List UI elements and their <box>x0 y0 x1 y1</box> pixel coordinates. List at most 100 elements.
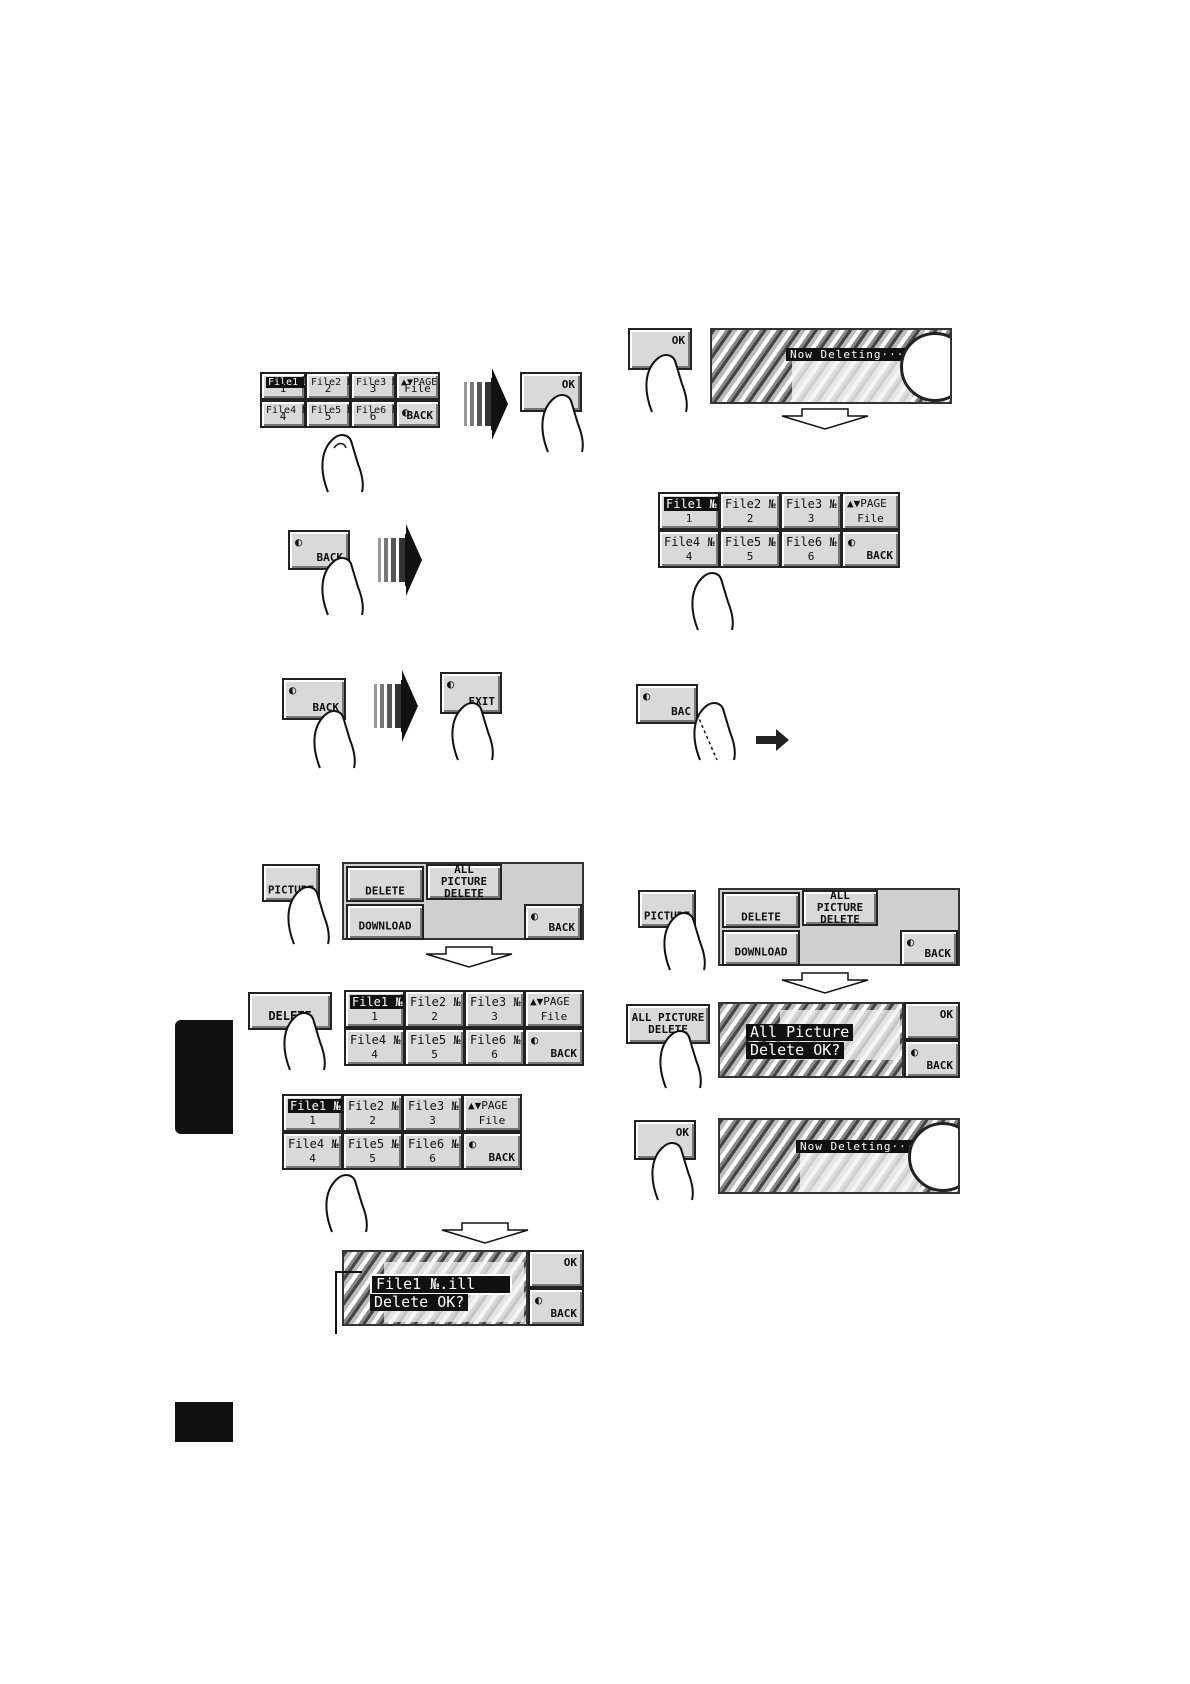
back-label: BACK <box>488 1151 516 1164</box>
file1-label: File1 № <box>266 377 313 388</box>
back-key[interactable]: ◐BACK <box>462 1132 522 1170</box>
photo-highlight <box>792 360 912 402</box>
file2-label: File2 № <box>410 995 461 1009</box>
finger-icon <box>651 1142 694 1201</box>
ok-label: OK <box>675 1126 689 1139</box>
finger-icon <box>451 702 494 761</box>
file4-label: File4 № <box>664 535 715 549</box>
back-key[interactable]: ◐BACK <box>528 1288 584 1326</box>
finger-icon <box>321 557 364 616</box>
finger-icon <box>663 912 706 971</box>
file1-label: File1 № <box>664 497 719 511</box>
ok-key[interactable]: OK <box>904 1002 960 1040</box>
file1-number: 1 <box>309 1114 316 1127</box>
download-label: DOWNLOAD <box>358 919 412 933</box>
all-picture-delete-text: DELETE <box>820 913 860 926</box>
back-key[interactable]: ◐BACK <box>900 930 958 966</box>
finger-icon <box>659 1030 702 1089</box>
back-key[interactable]: ◐BACK <box>524 1028 584 1066</box>
timer-icon: ◐ <box>907 935 915 949</box>
right-arrow-icon <box>756 729 789 751</box>
timer-icon: ◐ <box>531 909 539 923</box>
file1-number: 1 <box>685 512 693 525</box>
back-key[interactable]: ◐ BACK <box>524 904 582 940</box>
file1-number: 1 <box>279 382 287 395</box>
file6-label: File6 № <box>408 1137 459 1151</box>
finger-icon <box>693 702 736 761</box>
page-label: ▲▼PAGE <box>847 497 887 510</box>
all-picture-text: ALL PICTURE <box>631 1011 705 1024</box>
delete-key[interactable]: DELETE <box>346 866 424 902</box>
page-label: ▲▼PAGE <box>468 1099 508 1112</box>
file6-number: 6 <box>369 410 377 423</box>
download-key[interactable]: DOWNLOAD <box>346 904 424 940</box>
file3-label: File3 № <box>408 1099 459 1113</box>
back-key[interactable]: ◐BACK <box>395 400 440 428</box>
back-key[interactable]: ◐BACK <box>904 1040 960 1078</box>
all-delete-line1: All Picture <box>746 1024 854 1041</box>
file5-label: File5 № <box>410 1033 461 1047</box>
deleting-screen: Now Deleting··· <box>710 328 952 404</box>
ok-label: OK <box>939 1008 953 1021</box>
file5-number: 5 <box>431 1048 438 1061</box>
file4-number: 4 <box>309 1152 316 1165</box>
timer-icon: ◐ <box>295 535 303 549</box>
now-deleting-text: Now Deleting··· <box>796 1140 919 1153</box>
back-label: BACK <box>548 921 576 934</box>
file1-number: 1 <box>371 1010 378 1023</box>
file2-number: 2 <box>369 1114 376 1127</box>
page-key[interactable]: ▲▼PAGE File <box>462 1094 522 1132</box>
picture-button[interactable]: PICTURE <box>638 890 696 928</box>
file5-number: 5 <box>746 550 754 563</box>
delete-label: DELETE <box>741 910 781 924</box>
file2-label: File2 № <box>311 377 354 388</box>
file3-label: File3 № <box>356 377 399 388</box>
file4-label: File4 № <box>266 405 309 416</box>
file1-label: File1 № <box>288 1099 343 1113</box>
delete-key[interactable]: DELETE <box>722 892 800 928</box>
bac-label: BAC <box>671 705 691 718</box>
ok-key[interactable]: OK <box>528 1250 584 1288</box>
back-key[interactable]: ◐BACK <box>841 530 900 568</box>
bac-key[interactable]: ◐BAC <box>636 684 698 724</box>
file-label: File <box>540 1010 568 1023</box>
timer-icon: ◐ <box>447 677 455 691</box>
download-key[interactable]: DOWNLOAD <box>722 930 800 966</box>
file3-label: File3 № <box>786 497 837 511</box>
file2-number: 2 <box>431 1010 438 1023</box>
file-label: File <box>478 1114 506 1127</box>
timer-icon: ◐ <box>535 1293 543 1307</box>
